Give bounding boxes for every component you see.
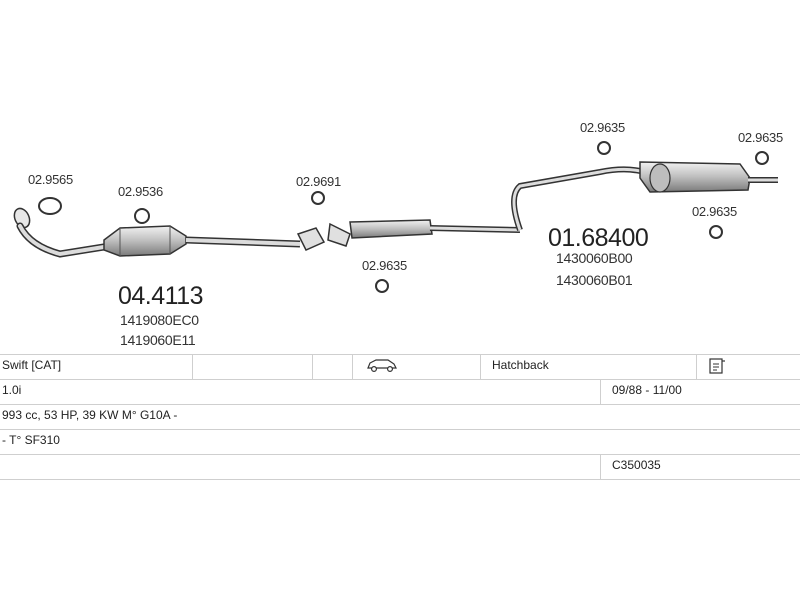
hanger-icon [134, 208, 150, 224]
table-row: - T° SF310 [0, 430, 800, 455]
oem-number: 1430060B00 [556, 250, 633, 266]
part-label-clamp: 02.9565 [28, 172, 73, 187]
oem-number: 1419060E11 [120, 332, 196, 348]
part-label-hanger: 02.9635 [362, 258, 407, 273]
clamp-icon [38, 197, 62, 215]
oem-number: 1419080EC0 [120, 312, 199, 328]
hatchback-car-icon [364, 357, 398, 381]
document-icon[interactable] [706, 357, 726, 381]
table-row: 1.0i 09/88 - 11/00 [0, 380, 800, 405]
table-row: 993 cc, 53 HP, 39 KW M° G10A - [0, 405, 800, 430]
engine: 1.0i [2, 383, 22, 397]
rear-silencer [639, 161, 778, 193]
catalog-code: C350035 [612, 458, 661, 472]
table-row: Swift [CAT] Hatchback [0, 354, 800, 380]
catalytic-converter [103, 225, 301, 257]
rear-pipe [511, 166, 652, 231]
hanger-icon [375, 279, 389, 293]
hanger-icon [755, 151, 769, 165]
part-label-hanger: 02.9536 [118, 184, 163, 199]
part-label-hanger: 02.9635 [692, 204, 737, 219]
hanger-icon [709, 225, 723, 239]
engine-specs: 993 cc, 53 HP, 39 KW M° G10A - [2, 408, 178, 422]
body-type: Hatchback [492, 358, 549, 372]
ring-gasket-icon [311, 191, 325, 205]
oem-number: 1430060B01 [556, 272, 633, 288]
front-downpipe [13, 207, 114, 258]
hanger-icon [597, 141, 611, 155]
vehicle-model: Swift [CAT] [2, 358, 62, 372]
part-label-rear-silencer: 01.68400 [548, 224, 649, 252]
part-label-hanger: 02.9635 [580, 120, 625, 135]
middle-silencer [349, 219, 521, 239]
flange-connector [296, 222, 351, 251]
production-years: 09/88 - 11/00 [612, 383, 682, 397]
part-label-ring: 02.9691 [296, 174, 341, 189]
part-label-hanger: 02.9635 [738, 130, 783, 145]
part-label-catalyst: 04.4113 [118, 282, 204, 310]
table-row: C350035 [0, 455, 800, 480]
type-code: - T° SF310 [2, 433, 60, 447]
exhaust-drawing [13, 141, 778, 293]
exhaust-system-diagram: 02.9565 02.9536 04.4113 1419080EC0 14190… [0, 116, 800, 356]
vehicle-info-table: Swift [CAT] Hatchback 1.0i 09/88 - 11/00 [0, 354, 800, 480]
